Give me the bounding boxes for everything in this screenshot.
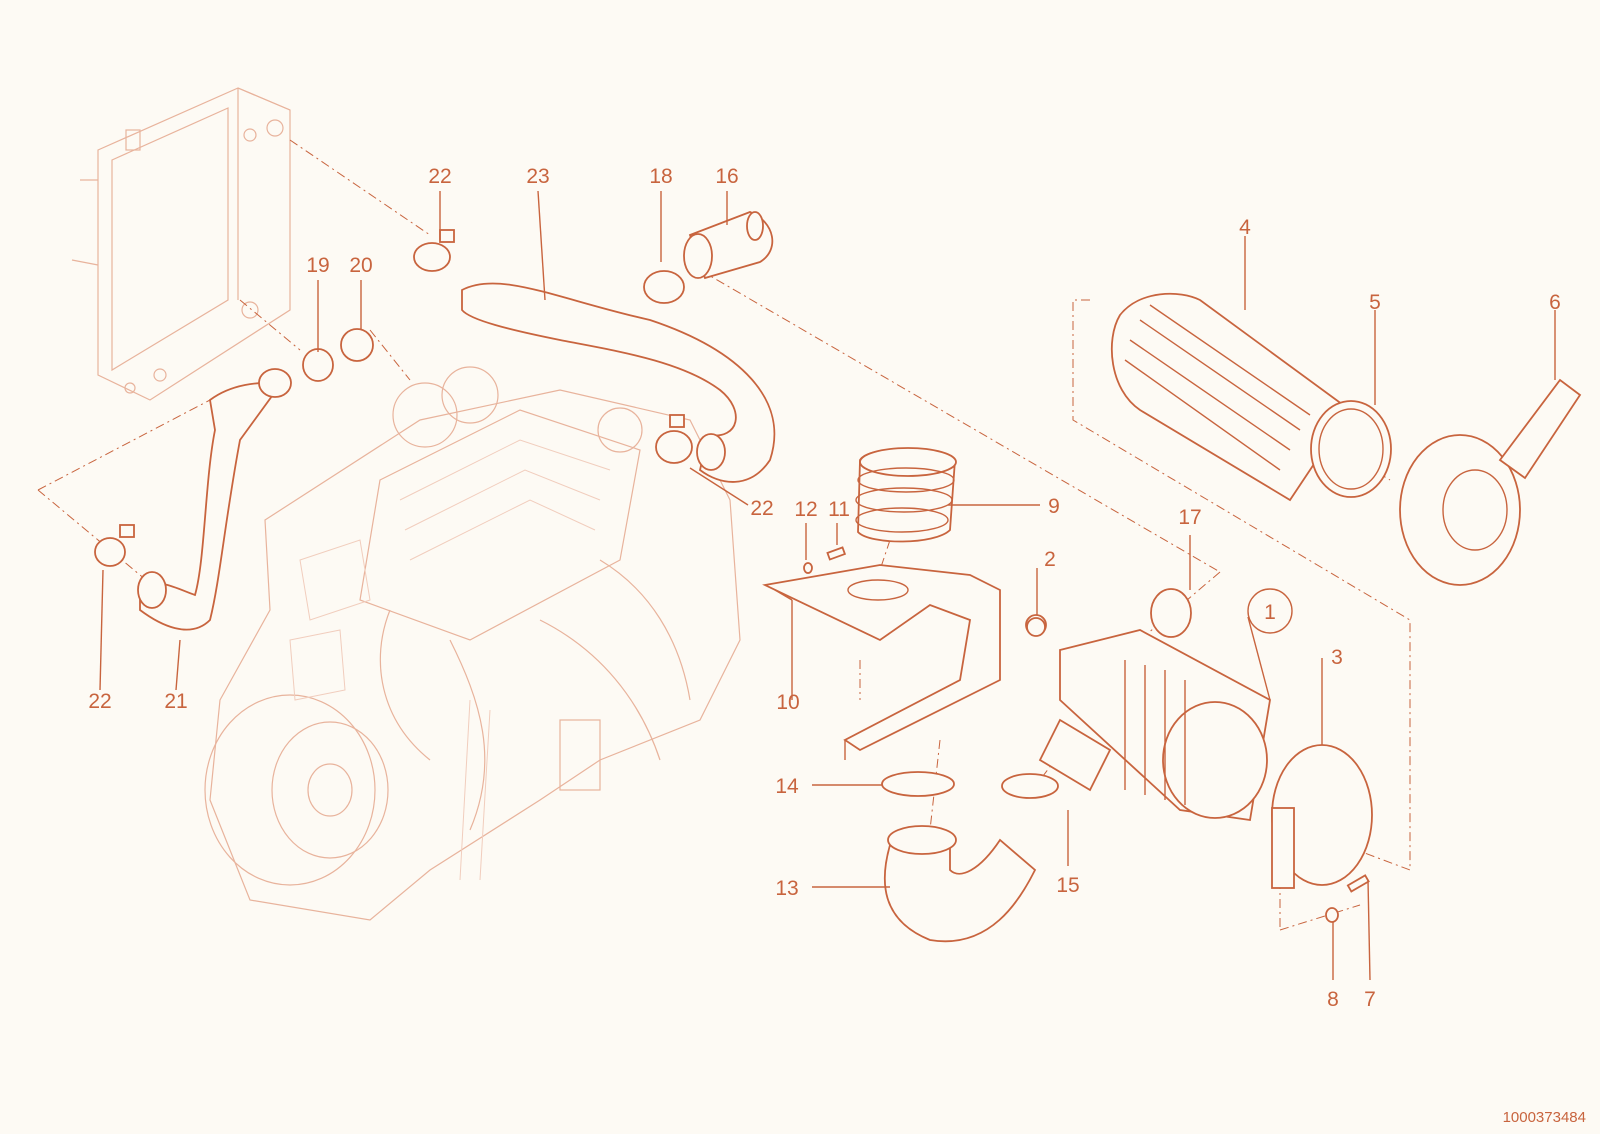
safety-element-5 xyxy=(1310,400,1392,498)
callout-5: 5 xyxy=(1369,291,1381,314)
bolt-11-washer-12 xyxy=(803,546,847,574)
callout-9: 9 xyxy=(1048,495,1060,518)
callout-6: 6 xyxy=(1549,291,1561,314)
callout-21: 21 xyxy=(164,690,187,713)
hose-23 xyxy=(461,282,776,483)
bolt-7-washer-8 xyxy=(1325,874,1370,923)
hose-21 xyxy=(137,368,292,631)
callout-3: 3 xyxy=(1331,646,1343,669)
air-filter-housing-1 xyxy=(1025,614,1271,822)
cover-6 xyxy=(1399,378,1582,586)
elbow-13 xyxy=(883,825,1037,943)
callout-7: 7 xyxy=(1364,988,1376,1011)
callout-13: 13 xyxy=(775,877,798,900)
callout-labels: 1 2 3 4 5 6 7 8 9 10 11 12 13 14 15 16 1… xyxy=(88,165,1561,1011)
callout-19: 19 xyxy=(306,254,329,277)
callout-2: 2 xyxy=(1044,548,1056,571)
callout-20: 20 xyxy=(349,254,372,277)
callout-16: 16 xyxy=(715,165,738,188)
nut-2 xyxy=(1026,617,1046,637)
callout-22-middle: 22 xyxy=(750,497,773,520)
callout-22-top: 22 xyxy=(428,165,451,188)
callout-1: 1 xyxy=(1264,601,1276,624)
callout-1-circle xyxy=(1247,588,1293,634)
callout-10: 10 xyxy=(776,691,799,714)
pipe-16 xyxy=(683,211,774,280)
radiator xyxy=(71,87,291,401)
callout-17: 17 xyxy=(1178,506,1201,529)
callout-15: 15 xyxy=(1056,874,1079,897)
callout-14: 14 xyxy=(775,775,799,798)
bellows-9 xyxy=(855,447,957,543)
callout-23: 23 xyxy=(526,165,549,188)
engine xyxy=(204,366,741,921)
callout-22-left: 22 xyxy=(88,690,111,713)
document-number: 1000373484 xyxy=(1502,1109,1586,1126)
leader-lines xyxy=(99,190,1556,981)
bracket-10 xyxy=(762,564,1001,760)
callout-11: 11 xyxy=(828,498,850,521)
callout-12: 12 xyxy=(794,498,817,521)
band-clamp-3 xyxy=(1271,744,1373,889)
clamps xyxy=(94,229,1192,799)
callout-8: 8 xyxy=(1327,988,1339,1011)
callout-18: 18 xyxy=(649,165,672,188)
filter-element-4 xyxy=(1110,292,1352,502)
callout-4: 4 xyxy=(1239,216,1251,239)
